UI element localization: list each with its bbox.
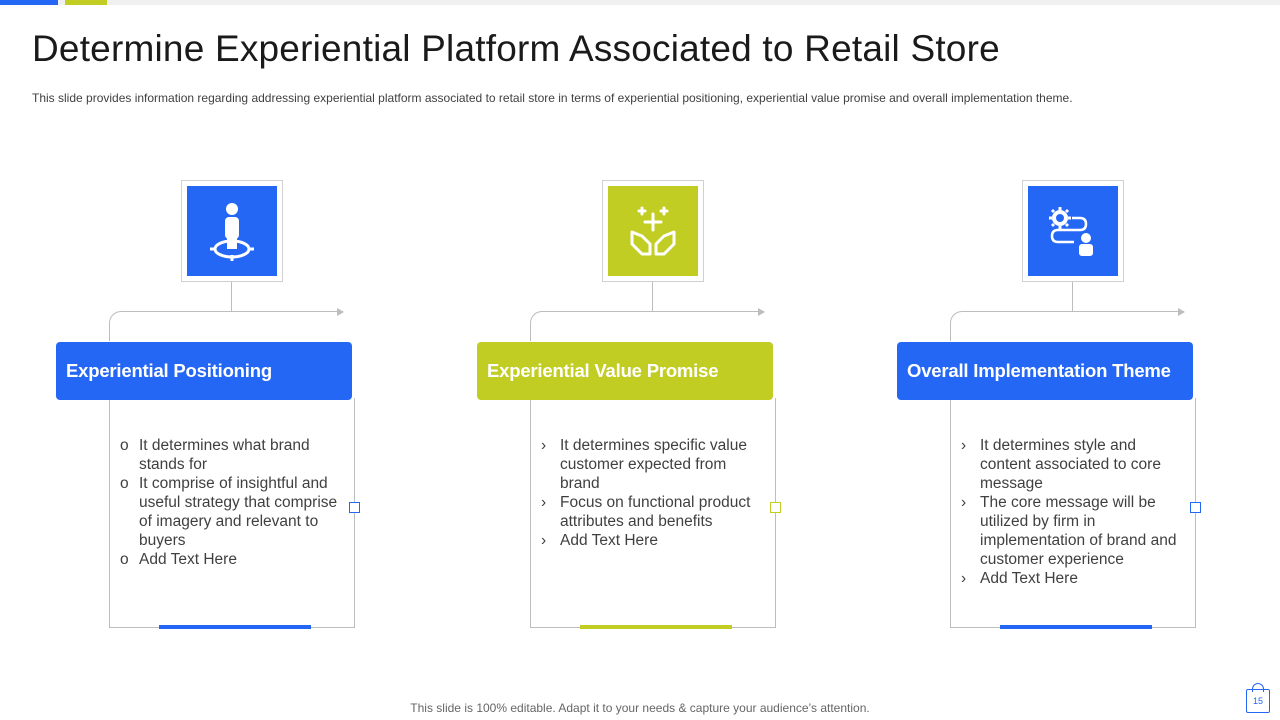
circle-bullet-icon: o bbox=[120, 551, 129, 568]
icon-frame bbox=[602, 180, 704, 282]
frame-marker bbox=[770, 502, 781, 513]
chevron-bullet-icon: › bbox=[961, 494, 967, 511]
card-underline bbox=[159, 625, 311, 629]
connector-branch bbox=[530, 311, 764, 341]
chevron-bullet-icon: › bbox=[961, 437, 967, 454]
connector-arrow-icon bbox=[337, 308, 344, 316]
list-item: ›The core message will be utilized by fi… bbox=[961, 494, 1177, 568]
person-target-icon bbox=[187, 186, 277, 276]
connector-stem bbox=[652, 282, 653, 312]
list-item: ›It determines specific value customer e… bbox=[541, 437, 747, 492]
connector-branch bbox=[109, 311, 343, 341]
list-item: ›It determines style and content associa… bbox=[961, 437, 1161, 492]
card-heading: Overall Implementation Theme bbox=[897, 342, 1193, 400]
chevron-bullet-icon: › bbox=[541, 437, 547, 454]
slide-footer-note: This slide is 100% editable. Adapt it to… bbox=[410, 701, 870, 715]
chevron-bullet-icon: › bbox=[541, 532, 547, 549]
top-accent-lime bbox=[65, 0, 107, 5]
connector-arrow-icon bbox=[1178, 308, 1185, 316]
icon-frame bbox=[181, 180, 283, 282]
card-heading: Experiential Positioning bbox=[56, 342, 352, 400]
card-experiential-value-promise: Experiential Value Promise ›It determine… bbox=[477, 180, 781, 640]
card-overall-implementation-theme: Overall Implementation Theme ›It determi… bbox=[897, 180, 1201, 640]
gear-person-path-icon bbox=[1028, 186, 1118, 276]
card-underline bbox=[1000, 625, 1152, 629]
card-underline bbox=[580, 625, 732, 629]
list-item: ›Add Text Here bbox=[541, 532, 658, 549]
slide-subtitle: This slide provides information regardin… bbox=[32, 91, 1073, 105]
card-bullet-list: ›It determines specific value customer e… bbox=[541, 436, 761, 550]
list-item: ›Focus on functional product attributes … bbox=[541, 494, 751, 530]
chevron-bullet-icon: › bbox=[961, 570, 967, 587]
circle-bullet-icon: o bbox=[120, 475, 129, 492]
top-accent-bar bbox=[0, 0, 1280, 5]
card-heading: Experiential Value Promise bbox=[477, 342, 773, 400]
page-number: 15 bbox=[1246, 689, 1270, 713]
frame-marker bbox=[1190, 502, 1201, 513]
circle-bullet-icon: o bbox=[120, 437, 129, 454]
page-number-badge: 15 bbox=[1244, 683, 1272, 715]
shopping-bag-icon bbox=[1252, 683, 1264, 692]
connector-branch bbox=[950, 311, 1184, 341]
frame-marker bbox=[349, 502, 360, 513]
slide-title: Determine Experiential Platform Associat… bbox=[32, 28, 1000, 69]
icon-frame bbox=[1022, 180, 1124, 282]
list-item: ›Add Text Here bbox=[961, 570, 1078, 587]
top-accent-blue bbox=[0, 0, 58, 5]
connector-stem bbox=[231, 282, 232, 312]
connector-stem bbox=[1072, 282, 1073, 312]
card-bullet-list: ›It determines style and content associa… bbox=[961, 436, 1181, 588]
connector-arrow-icon bbox=[758, 308, 765, 316]
chevron-bullet-icon: › bbox=[541, 494, 547, 511]
hands-sparkle-icon bbox=[608, 186, 698, 276]
